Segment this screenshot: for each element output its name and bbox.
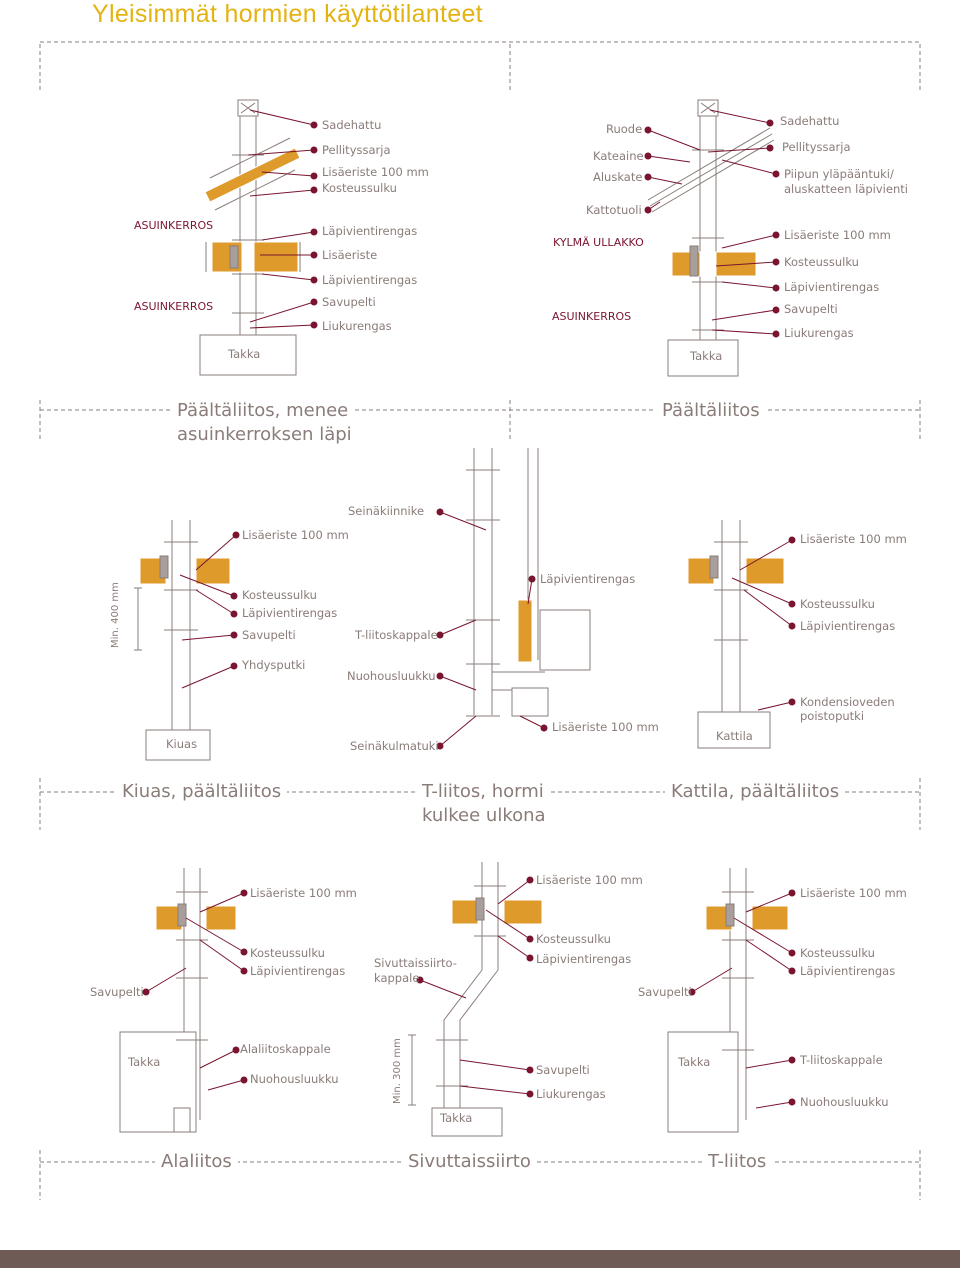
panel2-label: Piipun yläpääntuki/: [784, 167, 894, 181]
panel4-caption-line2: kulkee ulkona: [416, 805, 552, 827]
panel7-label: Läpivientirengas: [536, 952, 632, 966]
panel1-caption-line1: Päältäliitos, menee: [171, 400, 355, 422]
panel3-label: Kosteussulku: [242, 588, 317, 602]
panel6-label: Lisäeriste 100 mm: [250, 886, 357, 900]
panel7-label: kappale: [374, 971, 420, 985]
panel7-label: Liukurengas: [536, 1087, 606, 1101]
panel7-min-label: Min. 300 mm: [392, 1038, 403, 1104]
panel8-caption: T-liitos: [702, 1151, 773, 1173]
panel5-diagram: [687, 520, 785, 749]
panel5-label: Kosteussulku: [800, 597, 875, 611]
panel2-diagram: [647, 99, 775, 377]
panel2-left-label: Kattotuoli: [586, 203, 642, 217]
panel4-diagram: [466, 448, 591, 717]
panel2-left-label: Kateaine: [593, 149, 644, 163]
panel1-floor-label-2: ASUINKERROS: [134, 300, 214, 313]
panel4-caption-line1: T-liitos, hormi: [416, 781, 550, 803]
panel5-bottom-label: Kattila: [716, 729, 753, 743]
leader-lines: [142, 109, 796, 1109]
panel6-diagram: [119, 868, 237, 1133]
panel2-left-label: Aluskate: [593, 170, 643, 184]
panel6-label: Kosteussulku: [250, 946, 325, 960]
panel1-label: Liukurengas: [322, 319, 392, 333]
panel1-label: Pellityssarja: [322, 143, 391, 157]
panel2-bottom-label: Takka: [690, 349, 723, 363]
panel7-bottom-label: Takka: [440, 1111, 473, 1125]
panel1-caption-line2: asuinkerroksen läpi: [171, 424, 358, 446]
panel3-bottom-label: Kiuas: [166, 737, 198, 751]
panel4-label: Seinäkiinnike: [348, 504, 425, 518]
panel6-label: Alaliitoskappale: [240, 1042, 331, 1056]
panel2-label: Pellityssarja: [782, 140, 851, 154]
panel8-label: Kosteussulku: [800, 946, 875, 960]
panel1-label: Savupelti: [322, 295, 376, 309]
panel3-caption: Kiuas, päältäliitos: [116, 781, 288, 803]
panel5-label: Lisäeriste 100 mm: [800, 532, 907, 546]
panel7-diagram: [408, 862, 543, 1137]
panel1-label: Lisäeriste 100 mm: [322, 165, 429, 179]
panel3-min-label: Min. 400 mm: [110, 582, 121, 648]
panel7-label: Savupelti: [536, 1063, 590, 1077]
panel2-label: Lisäeriste 100 mm: [784, 228, 891, 242]
panel2-label: Läpivientirengas: [784, 280, 880, 294]
panel2-floor-label-1: KYLMÄ ULLAKKO: [553, 236, 644, 249]
panel8-label: Nuohousluukku: [800, 1095, 889, 1109]
panel3-label: Savupelti: [242, 628, 296, 642]
panel5-label: Läpivientirengas: [800, 619, 896, 633]
panel8-label: Lisäeriste 100 mm: [800, 886, 907, 900]
panel1-label: Läpivientirengas: [322, 224, 418, 238]
panel3-diagram: [134, 520, 231, 761]
page-title: Yleisimmät hormien käyttötilanteet: [92, 0, 483, 28]
panel8-label: Savupelti: [638, 985, 692, 999]
panel5-label: poistoputki: [800, 709, 865, 723]
panel2-caption: Päältäliitos: [656, 400, 766, 422]
panel2-label: Savupelti: [784, 302, 838, 316]
dashed-grid: [39, 41, 921, 1200]
panel8-bottom-label: Takka: [678, 1055, 711, 1069]
panel4-label: T-liitoskappale: [355, 628, 438, 642]
panel8-diagram: [667, 868, 789, 1133]
panel5-caption: Kattila, päältäliitos: [665, 781, 846, 803]
panel5-label: Kondensioveden: [800, 695, 895, 709]
panel1-label: Läpivientirengas: [322, 273, 418, 287]
footer-bar: [0, 1250, 960, 1268]
panel1-label: Sadehattu: [322, 118, 382, 132]
panel3-label: Läpivientirengas: [242, 606, 338, 620]
panel2-floor-label-2: ASUINKERROS: [552, 310, 632, 323]
panel1-bottom-label: Takka: [228, 347, 261, 361]
panel7-label: Kosteussulku: [536, 932, 611, 946]
panel8-label: T-liitoskappale: [800, 1053, 883, 1067]
panel8-label: Läpivientirengas: [800, 964, 896, 978]
panel6-caption: Alaliitos: [155, 1151, 238, 1173]
panel6-label: Läpivientirengas: [250, 964, 346, 978]
panel4-label: Läpivientirengas: [540, 572, 636, 586]
panel4-label: Nuohousluukku: [347, 669, 436, 683]
panel6-label: Savupelti: [90, 985, 144, 999]
panel2-label: Liukurengas: [784, 326, 854, 340]
panel2-label: Kosteussulku: [784, 255, 859, 269]
panel7-caption: Sivuttaissiirto: [402, 1151, 537, 1173]
panel2-label: Sadehattu: [780, 114, 840, 128]
panel7-label: Sivuttaissiirto-: [374, 956, 457, 970]
panel3-label: Lisäeriste 100 mm: [242, 528, 349, 542]
panel6-label: Nuohousluukku: [250, 1072, 339, 1086]
panel1-label: Lisäeriste: [322, 248, 378, 262]
panel1-floor-label-1: ASUINKERROS: [134, 219, 214, 232]
panel1-label: Kosteussulku: [322, 181, 397, 195]
panel3-label: Yhdysputki: [242, 658, 306, 672]
panel4-label: Lisäeriste 100 mm: [552, 720, 659, 734]
panel4-label: Seinäkulmatuki: [350, 739, 439, 753]
panel2-label: aluskatteen läpivienti: [784, 182, 908, 196]
panel2-left-label: Ruode: [606, 122, 643, 136]
panel6-bottom-label: Takka: [128, 1055, 161, 1069]
panel7-label: Lisäeriste 100 mm: [536, 873, 643, 887]
panel1-diagram: [199, 99, 301, 376]
